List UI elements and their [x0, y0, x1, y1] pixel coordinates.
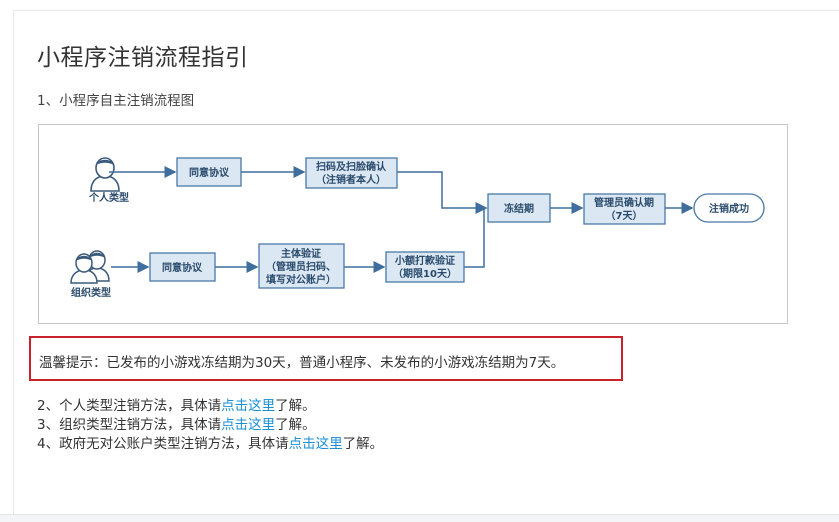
- flowchart-svg: 个人类型 组织类型 同意协议 扫码及扫脸确认: [70, 157, 765, 299]
- personal-type-label: 个人类型: [88, 191, 129, 204]
- notice-box: 温馨提示：已发布的小游戏冻结期为30天，普通小程序、未发布的小游戏冻结期为7天。: [29, 336, 623, 381]
- arrow-pay-to-freeze: [464, 208, 485, 268]
- method-government-link[interactable]: 点击这里: [288, 436, 343, 452]
- admin-confirm-text-1: 管理员确认期: [594, 196, 654, 209]
- section-heading-flowchart: 1、小程序自主注销流程图: [37, 93, 195, 109]
- method-personal: 2、个人类型注销方法，具体请点击这里了解。: [37, 394, 316, 414]
- method-organization: 3、组织类型注销方法，具体请点击这里了解。: [37, 413, 316, 433]
- org-verify-text-3: 填写对公账户）: [266, 273, 336, 286]
- method-personal-suffix: 了解。: [275, 398, 316, 414]
- org-pay-box: 小额打款验证 （期限10天）: [385, 251, 465, 283]
- freeze-period-text: 冻结期: [504, 202, 534, 215]
- deregistration-flowchart: 个人类型 组织类型 同意协议 扫码及扫脸确认: [38, 124, 788, 324]
- org-verify-box: 主体验证 （管理员扫码、 填写对公账户）: [258, 243, 345, 289]
- method-personal-prefix: 2、个人类型注销方法，具体请: [37, 398, 222, 414]
- org-verify-text-1: 主体验证: [281, 247, 321, 260]
- org-agree-box: 同意协议: [149, 252, 216, 282]
- method-organization-prefix: 3、组织类型注销方法，具体请: [37, 417, 222, 433]
- page-title: 小程序注销流程指引: [37, 45, 249, 71]
- admin-confirm-text-2: （7天）: [606, 209, 643, 222]
- admin-confirm-box: 管理员确认期 （7天）: [583, 193, 666, 225]
- deregister-success-box: 注销成功: [693, 193, 765, 223]
- method-government-prefix: 4、政府无对公账户类型注销方法，具体请: [37, 436, 289, 452]
- personal-scan-text-1: 扫码及扫脸确认: [316, 160, 387, 173]
- personal-agree-text: 同意协议: [189, 166, 230, 179]
- method-government: 4、政府无对公账户类型注销方法，具体请点击这里了解。: [37, 432, 383, 452]
- method-personal-link[interactable]: 点击这里: [221, 398, 276, 414]
- personal-scan-text-2: （注销者本人）: [316, 173, 386, 186]
- method-organization-link[interactable]: 点击这里: [221, 417, 276, 433]
- organization-users-icon: [70, 250, 110, 284]
- method-organization-suffix: 了解。: [275, 417, 316, 433]
- org-type-label: 组织类型: [71, 286, 111, 299]
- method-government-suffix: 了解。: [342, 436, 384, 452]
- freeze-period-box: 冻结期: [487, 193, 551, 223]
- org-agree-text: 同意协议: [162, 261, 203, 274]
- arrow-scan-to-freeze: [397, 171, 488, 214]
- notice-text: 温馨提示：已发布的小游戏冻结期为30天，普通小程序、未发布的小游戏冻结期为7天。: [39, 355, 565, 371]
- org-pay-text-2: （期限10天）: [393, 267, 457, 280]
- org-verify-text-2: （管理员扫码、: [266, 260, 336, 273]
- personal-user-icon: [90, 157, 120, 192]
- org-pay-text-1: 小额打款验证: [394, 254, 455, 267]
- personal-agree-box: 同意协议: [176, 157, 242, 187]
- personal-scan-box: 扫码及扫脸确认 （注销者本人）: [305, 157, 398, 189]
- deregister-success-text: 注销成功: [709, 202, 749, 215]
- bottom-divider: [0, 514, 839, 522]
